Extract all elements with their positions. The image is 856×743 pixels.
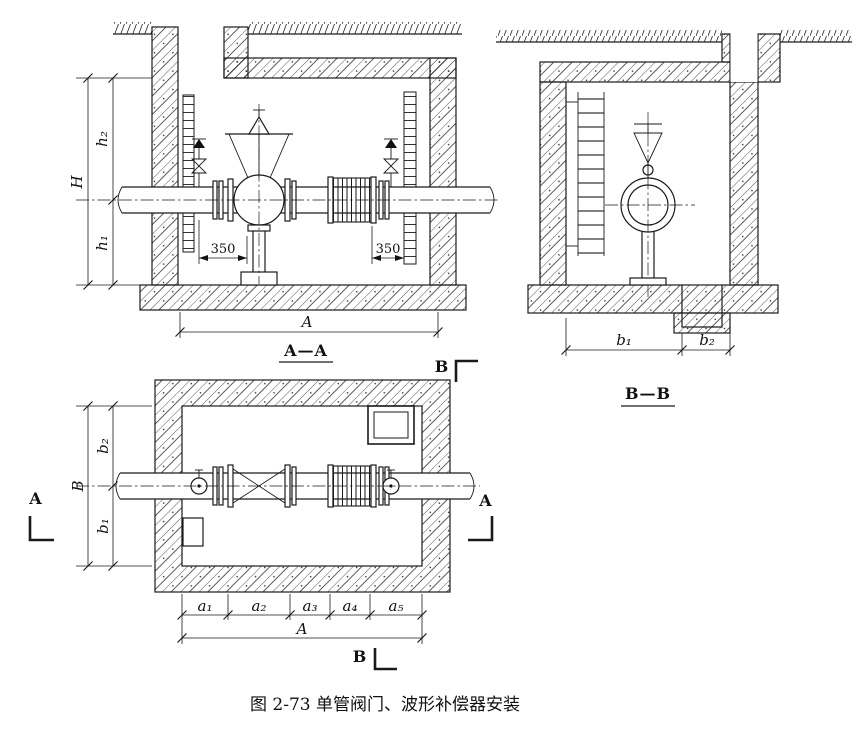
- section-bb-view: b₁ b₂ B—B: [496, 30, 852, 407]
- dim-label-b1-bb: b₁: [616, 331, 632, 349]
- dim-label-A-plan: A: [295, 620, 308, 638]
- dim-label-H: H: [68, 175, 86, 190]
- ladder-bb: [566, 92, 605, 256]
- pipe-support-bb: [629, 232, 667, 286]
- wall-niche-plan: [182, 517, 204, 547]
- chamber-walls-bb: [527, 33, 781, 334]
- dim-label-350-left: 350: [211, 242, 236, 257]
- dim-label-a4: a₄: [343, 597, 358, 615]
- section-label-aa: A—A: [283, 341, 328, 360]
- cut-marker-a-left: A: [28, 489, 54, 542]
- pipe-assembly-aa: [76, 104, 500, 286]
- dim-label-a1: a₁: [198, 597, 213, 615]
- dim-label-a2: a₂: [252, 597, 267, 615]
- cut-label-a-right: A: [478, 491, 492, 510]
- dim-label-a3: a₃: [303, 597, 318, 615]
- ground-surface-bb: [496, 30, 852, 43]
- drain-valve-right-aa: [382, 138, 400, 187]
- valve-operator-bb: [633, 123, 663, 178]
- access-shaft-opening: [730, 34, 758, 82]
- dim-label-350-right: 350: [376, 242, 401, 257]
- dims-bb: b₁ b₂: [560, 318, 736, 356]
- cut-marker-a-right: A: [468, 491, 494, 542]
- plan-view: A A B B B b₂ b₁: [28, 357, 494, 671]
- dims-left-plan: B b₂ b₁: [69, 400, 152, 572]
- dim-label-A-aa: A: [300, 313, 313, 331]
- dim-350-left: 350: [198, 220, 248, 264]
- dim-A-aa: A: [174, 312, 444, 338]
- figure-caption: 图 2-73 单管阀门、波形补偿器安装: [250, 695, 520, 715]
- dim-label-B-plan: B: [69, 480, 87, 492]
- chamber-walls-aa: [139, 26, 467, 311]
- dims-bottom-plan: a₁ a₂ a₃ a₄ a₅ A: [176, 594, 428, 644]
- chamber-walls-plan: [155, 380, 450, 592]
- cut-label-a-left: A: [28, 489, 42, 508]
- dims-left-aa: H h₂ h₁: [68, 72, 152, 291]
- wall-sleeve-right: [403, 91, 417, 265]
- pipe-assembly-plan: [76, 464, 480, 508]
- drain-valve-left-aa: [190, 138, 208, 187]
- pipe-cross-section-bb: [605, 112, 695, 298]
- ground-surface-aa: [113, 22, 462, 35]
- cut-marker-b-top: B: [435, 357, 478, 382]
- sump-pit: [681, 285, 723, 328]
- dim-label-a5: a₅: [389, 597, 404, 615]
- section-label-bb: B—B: [625, 384, 671, 403]
- wall-sleeve-left: [182, 94, 195, 253]
- dim-label-b2-bb: b₂: [699, 331, 715, 349]
- dim-label-b2-plan: b₂: [94, 438, 112, 454]
- dim-350-right: 350: [371, 226, 404, 264]
- dim-label-h1: h₁: [93, 235, 111, 251]
- manhole-opening-plan: [367, 405, 415, 445]
- cut-label-b-top: B: [435, 357, 450, 376]
- cut-label-b-bottom: B: [353, 647, 368, 666]
- dim-label-b1-plan: b₁: [94, 518, 112, 534]
- cut-marker-b-bottom: B: [353, 647, 397, 671]
- section-aa-view: H h₂ h₁ 350 350 A A—A: [68, 22, 500, 363]
- dim-label-h2: h₂: [93, 131, 111, 147]
